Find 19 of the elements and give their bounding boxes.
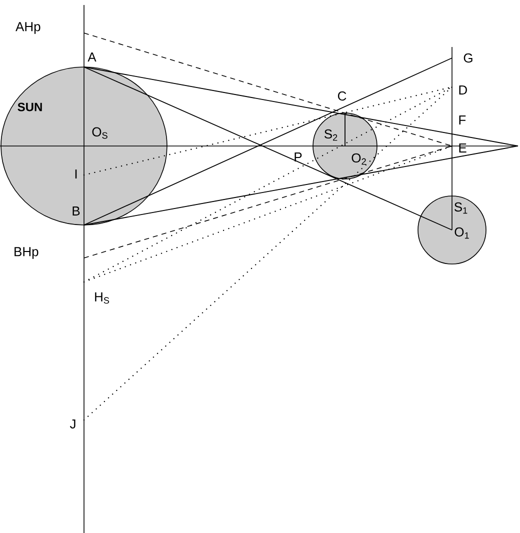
- point-label: I: [75, 170, 77, 178]
- point-label: BHp: [14, 247, 38, 259]
- point-label: O$_{1}$: [454, 227, 469, 239]
- point-label: H$_{S}$: [95, 292, 110, 304]
- point-label: O$_{S}$: [92, 127, 108, 139]
- circle-label: SUN: [18, 102, 42, 112]
- point-label: J: [70, 419, 76, 429]
- circle: [418, 196, 486, 264]
- point-label: D: [459, 86, 467, 94]
- point-label: S$_{1}$: [454, 202, 468, 214]
- point-label: AHp: [16, 22, 40, 34]
- point-label: S$_{2}$: [324, 129, 338, 141]
- point-label: B: [72, 206, 80, 216]
- sun-circle: [0, 66, 168, 226]
- point-label: C: [338, 91, 346, 101]
- point-label: F: [459, 116, 466, 124]
- point-label: G: [464, 53, 472, 63]
- circle: [312, 112, 378, 180]
- point-label: O$_{2}$: [352, 153, 366, 165]
